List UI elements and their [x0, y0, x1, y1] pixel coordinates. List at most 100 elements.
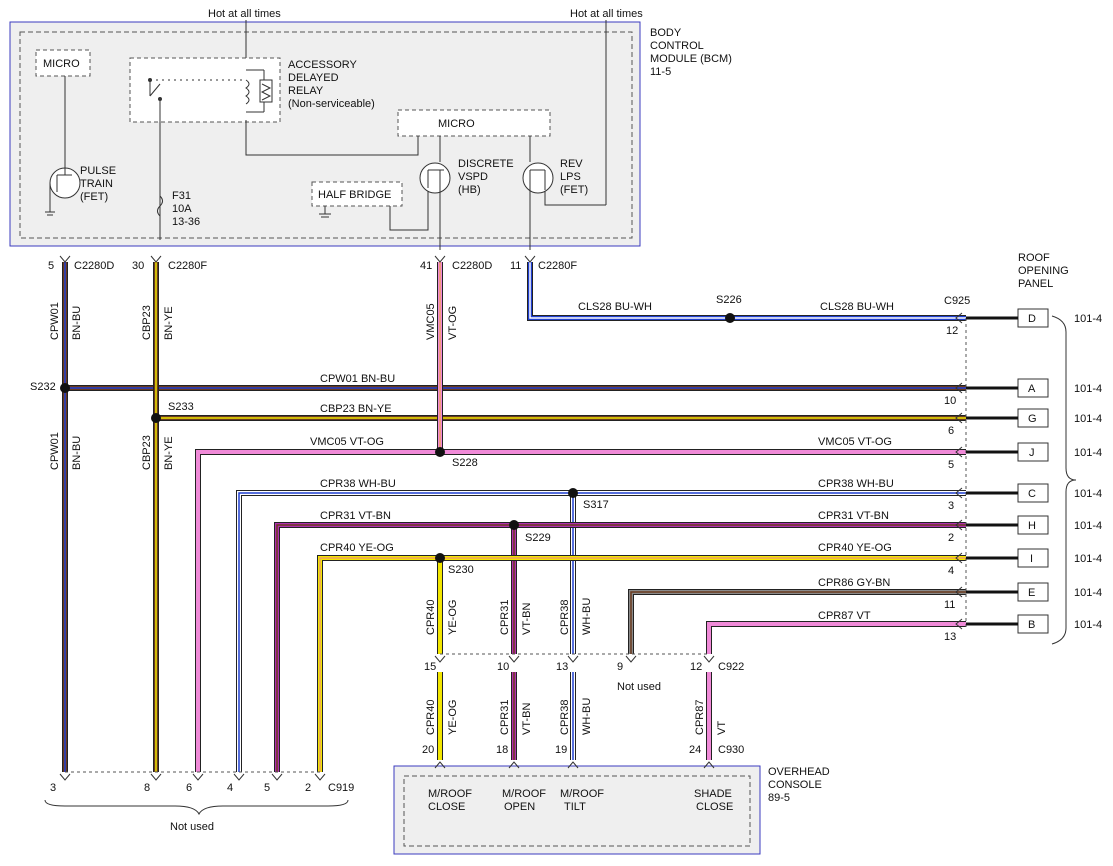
vlabel-cpr38-up-color: WH-BU	[581, 598, 593, 635]
vlabel-cbp23-top: CBP23	[141, 305, 153, 340]
svg-text:11: 11	[510, 260, 521, 272]
svg-text:CLS28 BU-WH: CLS28 BU-WH	[820, 301, 894, 313]
svg-text:(FET): (FET)	[560, 184, 588, 196]
svg-text:6: 6	[948, 425, 954, 437]
svg-text:CPR87 VT: CPR87 VT	[818, 610, 871, 622]
svg-text:REV: REV	[560, 158, 583, 170]
svg-text:E: E	[1028, 587, 1035, 599]
svg-text:5: 5	[948, 459, 954, 471]
svg-text:CONTROL: CONTROL	[650, 40, 704, 52]
c919-arrows	[59, 773, 326, 781]
splice-dots	[60, 313, 735, 563]
bcm-pin-arrows	[59, 255, 536, 263]
wire-vmc05-h	[195, 449, 966, 772]
svg-text:B: B	[1028, 619, 1035, 631]
svg-text:OPENING: OPENING	[1018, 265, 1069, 277]
svg-text:C2280D: C2280D	[452, 260, 492, 272]
pulse-train-label: PULSE TRAIN (FET)	[80, 165, 116, 203]
svg-text:2: 2	[305, 782, 311, 794]
vertical-wire-labels: CPW01 BN-BU CBP23 BN-YE VMC05 VT-OG CPW0…	[49, 302, 728, 735]
wire-labels: CLS28 BU-WH CLS28 BU-WH CPW01 BN-BU CBP2…	[310, 301, 894, 622]
svg-text:OPEN: OPEN	[504, 801, 535, 813]
micro-left-box	[35, 49, 91, 77]
svg-text:TRAIN: TRAIN	[80, 178, 113, 190]
svg-text:12: 12	[690, 661, 702, 673]
svg-text:30: 30	[132, 260, 144, 272]
svg-text:A: A	[1028, 383, 1036, 395]
c925-pin-e: E 11 101-4	[944, 582, 1102, 611]
svg-text:101-4: 101-4	[1074, 313, 1102, 325]
svg-text:F31: F31	[172, 190, 191, 202]
c925-pin-a: A 10 101-4	[944, 378, 1102, 407]
vlabel-vmc05: VMC05	[425, 303, 437, 340]
svg-text:CPW01 BN-BU: CPW01 BN-BU	[320, 373, 395, 385]
svg-text:101-4: 101-4	[1074, 520, 1102, 532]
overhead-console	[393, 765, 761, 855]
svg-text:10: 10	[944, 395, 956, 407]
c925-pin-b: B 13 101-4	[944, 614, 1102, 643]
svg-text:C2280D: C2280D	[74, 260, 114, 272]
wires-layer	[62, 262, 966, 772]
splice-s226-dot	[725, 313, 735, 323]
svg-text:J: J	[1029, 447, 1035, 459]
vlabel-cpr31-low-color: VT-BN	[521, 703, 533, 735]
svg-text:CLOSE: CLOSE	[696, 801, 733, 813]
hot-label-right: Hot at all times	[570, 8, 643, 20]
svg-text:24: 24	[689, 744, 701, 756]
splice-s233-dot	[151, 413, 161, 423]
splice-s229-dot	[509, 520, 519, 530]
svg-text:I: I	[1030, 553, 1033, 565]
svg-text:CPR38 WH-BU: CPR38 WH-BU	[320, 478, 396, 490]
splice-s317-dot	[568, 488, 578, 498]
svg-text:101-4: 101-4	[1074, 553, 1102, 565]
roof-panel-title: ROOF OPENING PANEL	[1018, 252, 1069, 290]
overhead-title: OVERHEAD CONSOLE 89-5	[768, 766, 830, 804]
svg-text:C: C	[1028, 488, 1036, 500]
c919-not-used: Not used	[170, 821, 214, 833]
svg-text:2: 2	[948, 532, 954, 544]
svg-text:VSPD: VSPD	[458, 171, 488, 183]
svg-text:TILT: TILT	[564, 801, 586, 813]
svg-text:H: H	[1028, 520, 1036, 532]
c925-pin-i: I 4 101-4	[948, 548, 1102, 577]
wire-cpr86	[628, 589, 966, 654]
hot-label-left: Hot at all times	[208, 8, 281, 20]
svg-text:ACCESSORY: ACCESSORY	[288, 59, 358, 71]
svg-text:101-4: 101-4	[1074, 447, 1102, 459]
wire-cpr38-h	[236, 490, 966, 772]
svg-text:CPR40 YE-OG: CPR40 YE-OG	[818, 542, 892, 554]
c919-pins: 3 8 6 4 5 2 C919	[50, 782, 354, 794]
splice-labels: S226 S232 S233 S228 S317 S229 S230	[30, 294, 742, 576]
rev-lps-label: REV LPS (FET)	[560, 158, 588, 196]
c930-arrows	[434, 761, 715, 769]
svg-text:101-4: 101-4	[1074, 383, 1102, 395]
svg-text:VMC05 VT-OG: VMC05 VT-OG	[310, 436, 384, 448]
overhead-functions: M/ROOF CLOSE M/ROOF OPEN M/ROOF TILT SHA…	[428, 788, 733, 813]
svg-text:41: 41	[420, 260, 432, 272]
wire-cpr87	[706, 621, 966, 654]
svg-text:8: 8	[144, 782, 150, 794]
vlabel-cpr31-up-color: VT-BN	[521, 603, 533, 635]
splice-s228-dot	[435, 447, 445, 457]
vlabel-cpr87-color: VT	[716, 721, 728, 735]
svg-text:(Non-serviceable): (Non-serviceable)	[288, 98, 375, 110]
c925-pin-j: J 5 101-4	[948, 442, 1102, 471]
svg-text:D: D	[1028, 313, 1036, 325]
svg-text:CLOSE: CLOSE	[428, 801, 465, 813]
c930-pins: 20 18 19 24 C930	[422, 744, 744, 756]
vlabel-cpr31-up: CPR31	[499, 600, 511, 635]
splice-s232-dot	[60, 383, 70, 393]
svg-text:9: 9	[617, 661, 623, 673]
svg-text:S233: S233	[168, 401, 194, 413]
c925-pin-h: H 2 101-4	[948, 515, 1102, 544]
svg-text:6: 6	[186, 782, 192, 794]
svg-text:20: 20	[422, 744, 434, 756]
svg-text:(HB): (HB)	[458, 184, 481, 196]
vlabel-cpr31-low: CPR31	[499, 700, 511, 735]
relay-label: ACCESSORY DELAYED RELAY (Non-serviceable…	[288, 59, 375, 110]
micro-center-box	[397, 109, 551, 137]
vlabel-cpr40-low: CPR40	[425, 700, 437, 735]
vlabel-vmc05-color: VT-OG	[447, 306, 459, 340]
vlabel-cpr40-low-color: YE-OG	[447, 700, 459, 735]
svg-text:3: 3	[50, 782, 56, 794]
